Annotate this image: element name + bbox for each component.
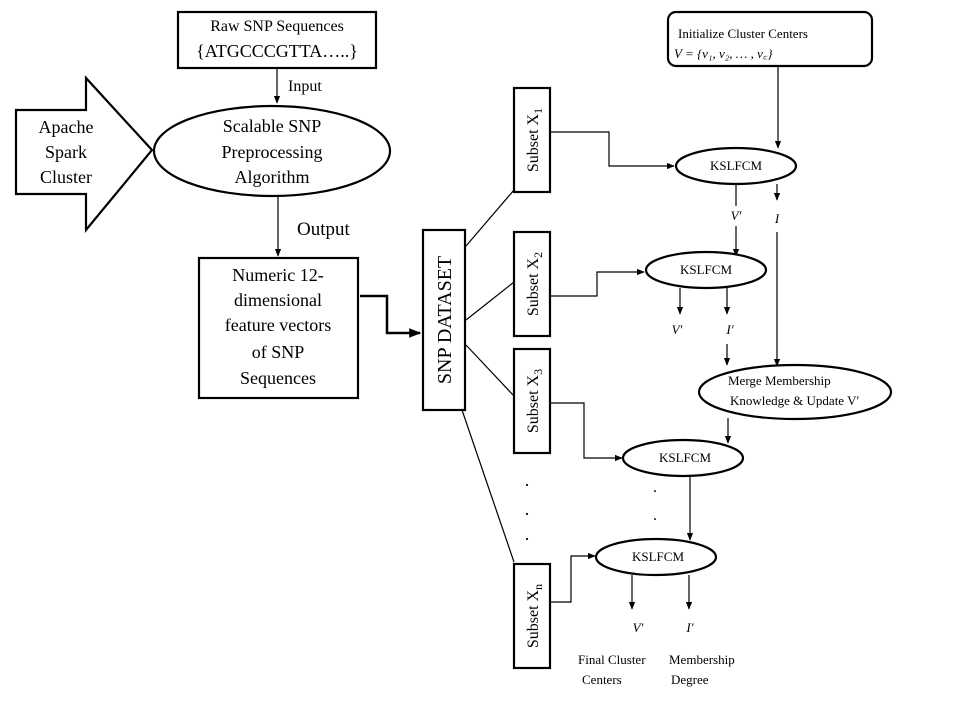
subset-x2-box: Subset X2: [512, 230, 552, 338]
cluster-label: Cluster: [40, 167, 92, 187]
subset3-to-kslfcm3-arrow: [551, 402, 623, 462]
feature-line-3: feature vectors: [225, 315, 331, 335]
feature-line-1: Numeric 12-: [232, 265, 323, 285]
final-centers-line-2: Centers: [582, 672, 622, 687]
subset-xn-box: Subset Xn: [512, 562, 552, 670]
subset-x3-box: Subset X3: [512, 347, 552, 455]
subsetn-to-kslfcmn-arrow: [551, 552, 596, 603]
snp-dataset-label: SNP DATASET: [434, 256, 456, 384]
kslfcm-2-label: KSLFCM: [680, 262, 732, 277]
raw-snp-sequences-box: Raw SNP Sequences {ATGCCCGTTA…..}: [176, 10, 378, 70]
subset2-to-kslfcm2-arrow: [551, 268, 645, 297]
features-to-dataset-arrow: [360, 294, 422, 338]
kslfcm-node-3: KSLFCM: [621, 438, 745, 478]
membership-degree-line-1: Membership: [669, 652, 735, 667]
subset-x1-label: Subset X1: [525, 108, 545, 172]
kslfcm2-vprime-label: V′: [672, 322, 683, 337]
merge-line-2: Knowledge & Update V′: [730, 393, 859, 408]
subset-ellipsis-dot-3: .: [525, 524, 530, 544]
dataset-to-subsetn-line: [461, 409, 515, 563]
subset-ellipsis-dot-2: .: [525, 499, 530, 519]
apache-spark-cluster-arrow: Apache Spark Cluster: [14, 75, 154, 234]
membership-degree-line-2: Degree: [671, 672, 709, 687]
raw-snp-sequence: {ATGCCCGTTA…..}: [196, 41, 358, 61]
final-centers-line-1: Final Cluster: [578, 652, 646, 667]
kslfcm-n-label: KSLFCM: [632, 549, 684, 564]
dataset-to-subset3-line: [465, 344, 515, 397]
feature-line-4: of SNP: [252, 342, 305, 362]
merge-line-1: Merge Membership: [728, 373, 831, 388]
merge-membership-node: Merge Membership Knowledge & Update V′: [697, 363, 893, 421]
kslfcm-ellipsis-dot-1: .: [653, 479, 657, 496]
dataset-to-subset2-line: [465, 281, 515, 321]
raw-snp-title: Raw SNP Sequences: [210, 18, 344, 35]
subset-x2-label: Subset X2: [525, 252, 545, 316]
final-vprime-label: V′: [633, 620, 644, 635]
dataset-to-subset1-line: [465, 189, 515, 247]
preprocessing-line-3: Algorithm: [235, 167, 310, 187]
kslfcm-node-2: KSLFCM: [644, 250, 768, 290]
preprocessing-line-2: Preprocessing: [222, 142, 323, 162]
feature-line-5: Sequences: [240, 368, 316, 388]
spark-label: Spark: [45, 142, 87, 162]
preprocessing-line-1: Scalable SNP: [223, 116, 322, 136]
output-label: Output: [297, 219, 351, 240]
kslfcm-ellipsis-dot-2: .: [653, 507, 657, 524]
subset-x3-label: Subset X3: [525, 369, 545, 433]
kslfcm-node-1: KSLFCM: [674, 146, 798, 186]
feature-vectors-box: Numeric 12- dimensional feature vectors …: [197, 256, 360, 400]
kslfcm2-iprime-label: I′: [725, 322, 733, 337]
kslfcm1-i-label: I: [774, 211, 780, 226]
initialize-title: Initialize Cluster Centers: [678, 26, 808, 41]
subset-xn-label: Subset Xn: [525, 584, 545, 648]
apache-label: Apache: [39, 117, 94, 137]
initialize-formula: V = {v₁, v₂, … , v꜀}: [674, 46, 773, 61]
initialize-cluster-centers-box: Initialize Cluster Centers V = {v₁, v₂, …: [666, 10, 874, 68]
kslfcm1-vprime-label-bg: [724, 206, 748, 226]
kslfcm-3-label: KSLFCM: [659, 450, 711, 465]
snp-dataset-box: SNP DATASET: [421, 228, 467, 412]
subset1-to-kslfcm1-arrow: [551, 131, 675, 170]
input-label: Input: [288, 78, 322, 95]
kslfcm-1-label: KSLFCM: [710, 158, 762, 173]
final-iprime-label: I′: [685, 620, 693, 635]
feature-line-2: dimensional: [234, 290, 322, 310]
kslfcm1-vprime-label: V′: [731, 208, 742, 223]
subset-ellipsis-dot-1: .: [525, 470, 530, 490]
kslfcm-node-n: KSLFCM: [594, 537, 718, 577]
preprocessing-algorithm-node: Scalable SNP Preprocessing Algorithm: [152, 104, 392, 198]
subset-x1-box: Subset X1: [512, 86, 552, 194]
